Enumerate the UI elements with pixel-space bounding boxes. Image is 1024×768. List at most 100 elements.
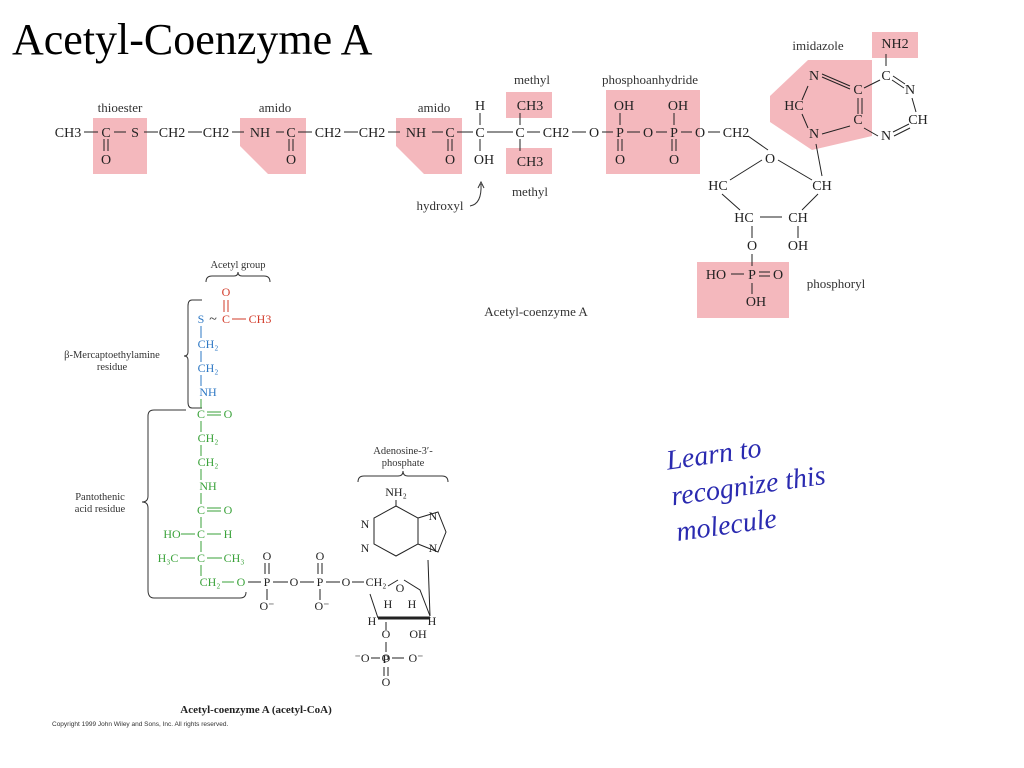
svg-text:CH₂: CH₂ — [198, 337, 219, 351]
svg-text:O: O — [342, 575, 351, 589]
svg-text:O: O — [224, 503, 233, 517]
svg-text:H: H — [475, 99, 485, 114]
svg-text:P: P — [748, 268, 756, 283]
svg-text:OH: OH — [614, 99, 634, 114]
svg-text:CH3: CH3 — [249, 312, 272, 326]
atom-ch3: CH3 — [55, 126, 81, 141]
label-acetyl-group: Acetyl group — [210, 260, 265, 271]
svg-text:O: O — [316, 549, 325, 563]
svg-text:N: N — [361, 517, 370, 531]
brackets — [141, 271, 449, 599]
atom-c3: C — [445, 126, 454, 141]
svg-text:O: O — [224, 407, 233, 421]
svg-text:C: C — [881, 69, 890, 84]
svg-text:CH: CH — [812, 179, 831, 194]
label-mercapto-1: β-Mercaptoethylamine — [64, 350, 160, 361]
label-hydroxyl: hydroxyl — [417, 198, 464, 213]
svg-text:HC: HC — [734, 211, 753, 226]
atom-ch2-d: CH2 — [359, 126, 385, 141]
group-labels: thioester amido amido methyl phosphoanhy… — [98, 38, 866, 291]
svg-text:O: O — [263, 549, 272, 563]
svg-text:OH: OH — [409, 627, 427, 641]
svg-text:C: C — [853, 113, 862, 128]
label-imidazole: imidazole — [792, 38, 843, 53]
main-chain-bonds — [84, 113, 720, 151]
top-caption: Acetyl-coenzyme A — [484, 304, 588, 319]
methyl-top-highlight — [506, 92, 552, 118]
svg-text:N: N — [429, 509, 438, 523]
methyl-bottom-highlight — [506, 148, 552, 174]
mercapto-group: S CH₂ CH₂ NH — [198, 312, 219, 399]
svg-text:O: O — [396, 581, 405, 595]
atom-o-3: O — [695, 126, 705, 141]
svg-text:O: O — [382, 627, 391, 641]
svg-text:CH: CH — [788, 211, 807, 226]
svg-text:O: O — [290, 575, 299, 589]
svg-text:HC: HC — [784, 99, 803, 114]
svg-text:N: N — [809, 69, 819, 84]
svg-text:CH₃: CH₃ — [224, 551, 245, 565]
svg-text:C: C — [197, 551, 205, 565]
hydroxyl-arrow — [469, 183, 482, 207]
label-phosphoanhydride: phosphoanhydride — [602, 72, 698, 87]
svg-text:O: O — [669, 153, 679, 168]
svg-text:O⁻: O⁻ — [260, 599, 275, 613]
atom-c1: C — [101, 126, 110, 141]
svg-text:CH3: CH3 — [517, 99, 543, 114]
atom-ch2-f: CH2 — [723, 126, 749, 141]
atom-c5: C — [515, 126, 524, 141]
svg-text:C: C — [197, 407, 205, 421]
svg-text:C: C — [197, 527, 205, 541]
nh2-highlight — [872, 32, 918, 58]
svg-text:H: H — [368, 614, 377, 628]
label-methyl-top: methyl — [514, 72, 550, 87]
label-phosphoryl: phosphoryl — [807, 276, 866, 291]
svg-text:HC: HC — [708, 179, 727, 194]
atom-p-2: P — [670, 126, 678, 141]
svg-text:H₃C: H₃C — [158, 551, 179, 565]
svg-text:O: O — [237, 575, 246, 589]
svg-text:H: H — [384, 597, 393, 611]
svg-text:P: P — [317, 575, 324, 589]
svg-text:HO: HO — [163, 527, 181, 541]
svg-text:O: O — [286, 153, 296, 168]
atom-ch2-b: CH2 — [203, 126, 229, 141]
svg-text:O: O — [382, 651, 391, 665]
label-pantothenic-2: acid residue — [75, 504, 126, 515]
svg-text:O: O — [222, 285, 231, 299]
svg-text:C: C — [197, 503, 205, 517]
copyright-notice: Copyright 1999 John Wiley and Sons, Inc.… — [52, 721, 229, 728]
atom-nh-2: NH — [406, 126, 426, 141]
label-mercapto-2: residue — [97, 362, 128, 373]
top-ribose-adenine: HC CH O HC CH O OH HO P O OH N HC N C C … — [706, 37, 928, 310]
svg-text:O: O — [747, 239, 757, 254]
bottom-labels: Acetyl group β-Mercaptoethylamine residu… — [64, 260, 433, 515]
svg-text:O⁻: O⁻ — [315, 599, 330, 613]
svg-text:OH: OH — [788, 239, 808, 254]
phosphoryl-highlight — [697, 262, 789, 318]
label-adenosine-1: Adenosine-3′- — [373, 446, 433, 457]
svg-text:O: O — [765, 152, 775, 167]
svg-text:H: H — [224, 527, 233, 541]
atom-c2: C — [286, 126, 295, 141]
label-pantothenic-1: Pantothenic — [75, 492, 125, 503]
svg-text:O⁻: O⁻ — [409, 651, 424, 665]
svg-text:CH₂: CH₂ — [200, 575, 221, 589]
svg-text:~: ~ — [209, 312, 217, 327]
svg-text:OH: OH — [746, 295, 766, 310]
label-amido-1: amido — [259, 100, 292, 115]
svg-text:N: N — [881, 129, 891, 144]
svg-text:CH₂: CH₂ — [198, 431, 219, 445]
amido2-highlight — [396, 118, 462, 174]
highlight-boxes — [93, 32, 918, 318]
slide-title: Acetyl-Coenzyme A — [12, 15, 373, 64]
svg-text:O: O — [773, 268, 783, 283]
atom-ch2-a: CH2 — [159, 126, 185, 141]
svg-text:H: H — [408, 597, 417, 611]
svg-text:C: C — [853, 83, 862, 98]
svg-text:S: S — [198, 312, 205, 326]
svg-text:HO: HO — [706, 268, 726, 283]
